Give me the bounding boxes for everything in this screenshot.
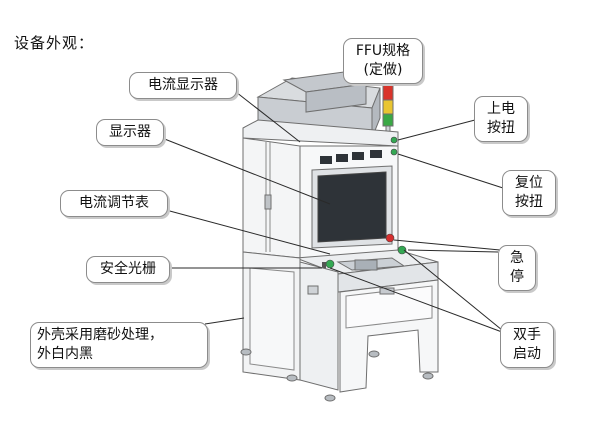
- cabinet: [242, 119, 399, 259]
- label-shell-finish: 外壳采用磨砂处理， 外白内黑: [30, 322, 208, 368]
- label-light-curtain: 安全光栅: [86, 256, 170, 283]
- label-emergency-line2: 停: [510, 269, 524, 285]
- label-reset-button: 复位 按扭: [502, 170, 556, 216]
- label-power-on-button: 上电 按扭: [474, 96, 528, 142]
- work-table: [295, 245, 439, 293]
- label-display: 显示器: [96, 119, 164, 146]
- leveling-feet: [240, 348, 434, 402]
- lower-cabinet: [242, 251, 439, 393]
- label-two-hand-line2: 启动: [513, 346, 541, 362]
- label-emergency-stop: 急 停: [498, 245, 536, 291]
- tower-light: [382, 83, 394, 135]
- label-emergency-line1: 急: [510, 250, 524, 266]
- label-ffu-spec: FFU规格 (定做): [343, 38, 423, 84]
- label-power-on-line1: 上电: [487, 101, 515, 117]
- leader-lines: [161, 83, 504, 333]
- section-heading: 设备外观：: [14, 34, 95, 52]
- label-ffu-spec-line1: FFU规格: [355, 43, 411, 59]
- label-shell-line1: 外壳采用磨砂处理，: [37, 327, 163, 343]
- label-two-hand-start: 双手 启动: [500, 322, 554, 368]
- label-power-on-line2: 按扭: [487, 120, 515, 136]
- label-reset-line2: 按扭: [515, 194, 543, 210]
- label-ammeter: 电流调节表: [60, 190, 168, 217]
- label-shell-line2: 外白内黑: [37, 346, 93, 362]
- label-two-hand-line1: 双手: [513, 327, 541, 343]
- label-ffu-spec-line2: (定做): [363, 62, 403, 78]
- label-current-display: 电流显示器: [129, 72, 237, 99]
- label-reset-line1: 复位: [515, 175, 543, 191]
